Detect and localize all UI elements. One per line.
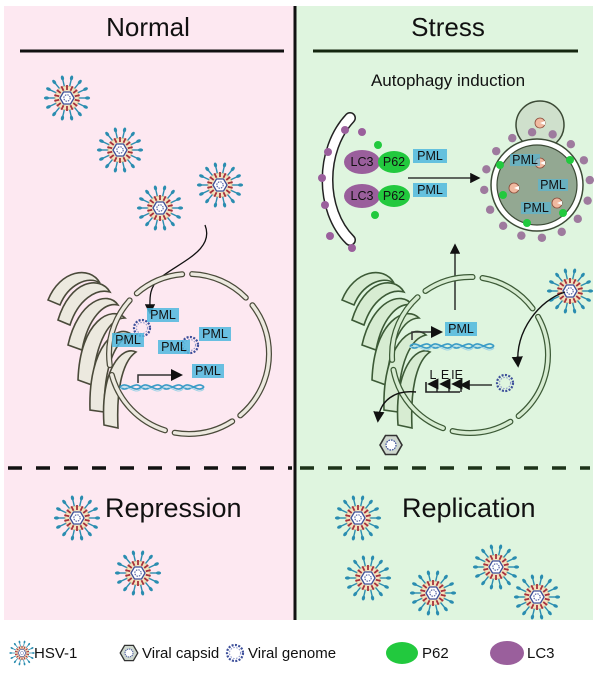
lc3-ellipse-icon bbox=[490, 641, 524, 665]
svg-text:LC3: LC3 bbox=[351, 155, 374, 169]
svg-text:PML: PML bbox=[150, 308, 176, 322]
legend-item: P62 bbox=[386, 642, 449, 664]
promoter-e: E bbox=[439, 368, 451, 392]
autophagy-induction-label: Autophagy induction bbox=[371, 71, 525, 90]
pml-protein: PML bbox=[199, 327, 231, 341]
svg-text:E: E bbox=[441, 368, 449, 382]
lc3-dot bbox=[324, 148, 332, 156]
degraded-cargo bbox=[551, 197, 563, 209]
pml-protein: PML bbox=[445, 322, 477, 336]
pml-protein: PML bbox=[521, 201, 551, 215]
svg-text:L: L bbox=[430, 368, 437, 382]
p62-dot bbox=[499, 191, 507, 199]
svg-text:P62: P62 bbox=[383, 189, 405, 203]
lc3-dot bbox=[321, 201, 329, 209]
pml-protein: PML bbox=[538, 178, 568, 192]
svg-text:PML: PML bbox=[540, 178, 566, 192]
legend-label: HSV-1 bbox=[34, 645, 77, 662]
lc3-dot bbox=[485, 205, 495, 214]
legend-item: HSV-1 bbox=[8, 639, 77, 667]
exiting-viral-capsid bbox=[379, 434, 403, 456]
viral-genome-icon bbox=[225, 643, 245, 663]
replication-label: Replication bbox=[402, 493, 536, 523]
lc3-dot bbox=[498, 221, 508, 230]
lc3-dot bbox=[480, 185, 489, 195]
lc3-dot bbox=[537, 233, 547, 242]
legend-item: LC3 bbox=[490, 641, 555, 665]
legend-label: P62 bbox=[422, 645, 449, 662]
lc3-dot bbox=[517, 231, 526, 240]
pml-protein: PML bbox=[147, 308, 179, 322]
lc3-dot bbox=[573, 214, 582, 224]
legend: HSV-1 Viral capsid Viral genome P62 LC3 bbox=[8, 639, 555, 667]
lc3-dot bbox=[326, 232, 334, 240]
transcription-arrow bbox=[137, 369, 183, 383]
promoter-ie: IE bbox=[451, 368, 463, 392]
pml-protein: PML bbox=[192, 364, 224, 378]
legend-item: Viral capsid bbox=[119, 644, 219, 662]
lc3-dot bbox=[579, 156, 589, 165]
svg-text:IE: IE bbox=[451, 368, 463, 382]
lc3-p62-pml-complex: LC3 P62 PML bbox=[344, 149, 447, 174]
promoter-baseline bbox=[425, 382, 460, 393]
svg-text:PML: PML bbox=[417, 149, 443, 163]
lc3-dot bbox=[508, 133, 517, 143]
p62-dot bbox=[559, 209, 567, 217]
hsv1-virion-icon bbox=[8, 639, 36, 667]
lc3-dot bbox=[318, 174, 326, 182]
pml-protein: PML bbox=[510, 153, 540, 167]
lc3-dot bbox=[482, 165, 491, 174]
lc3-dot bbox=[527, 128, 537, 137]
endoplasmic-reticulum bbox=[46, 271, 138, 429]
viral-capsid-icon bbox=[119, 644, 139, 662]
lc3-dot bbox=[341, 126, 349, 134]
lc3-dot bbox=[566, 140, 576, 149]
legend-label: LC3 bbox=[527, 645, 555, 662]
svg-text:PML: PML bbox=[161, 340, 187, 354]
svg-text:PML: PML bbox=[512, 153, 538, 167]
stress-transcription-arrow bbox=[411, 326, 443, 340]
repression-label: Repression bbox=[105, 493, 242, 523]
svg-text:P62: P62 bbox=[383, 155, 405, 169]
svg-text:PML: PML bbox=[523, 201, 549, 215]
legend-label: Viral genome bbox=[248, 645, 336, 662]
svg-text:PML: PML bbox=[448, 322, 474, 336]
lc3-dot bbox=[557, 227, 566, 237]
svg-text:PML: PML bbox=[202, 327, 228, 341]
lc3-dot bbox=[358, 128, 366, 136]
legend-item: Viral genome bbox=[225, 643, 336, 663]
degraded-cargo bbox=[534, 117, 546, 129]
lc3-dot bbox=[492, 146, 501, 156]
capsid-exit-arrow bbox=[373, 391, 417, 423]
p62-dot bbox=[374, 141, 382, 149]
lc3-dot bbox=[348, 244, 356, 252]
lc3-dot bbox=[548, 130, 557, 139]
normal-panel-title: Normal bbox=[106, 12, 190, 42]
svg-text:PML: PML bbox=[195, 364, 221, 378]
pml-protein: PML bbox=[112, 333, 144, 347]
p62-dot bbox=[496, 161, 504, 169]
p62-dot bbox=[523, 219, 531, 227]
svg-text:LC3: LC3 bbox=[351, 189, 374, 203]
legend-label: Viral capsid bbox=[142, 645, 219, 662]
p62-dot bbox=[371, 211, 379, 219]
virus-entry-arrow bbox=[511, 291, 566, 368]
lc3-dot bbox=[583, 196, 592, 205]
promoter-l: L bbox=[427, 368, 439, 392]
p62-ellipse-icon bbox=[386, 642, 418, 664]
pml-protein: PML bbox=[158, 340, 190, 354]
lc3-p62-pml-complex: LC3 P62 PML bbox=[344, 183, 447, 208]
degraded-cargo bbox=[508, 182, 520, 194]
svg-text:PML: PML bbox=[417, 183, 443, 197]
lc3-dot bbox=[585, 175, 594, 185]
stress-panel-title: Stress bbox=[411, 12, 485, 42]
svg-text:PML: PML bbox=[115, 333, 141, 347]
p62-dot bbox=[566, 156, 574, 164]
